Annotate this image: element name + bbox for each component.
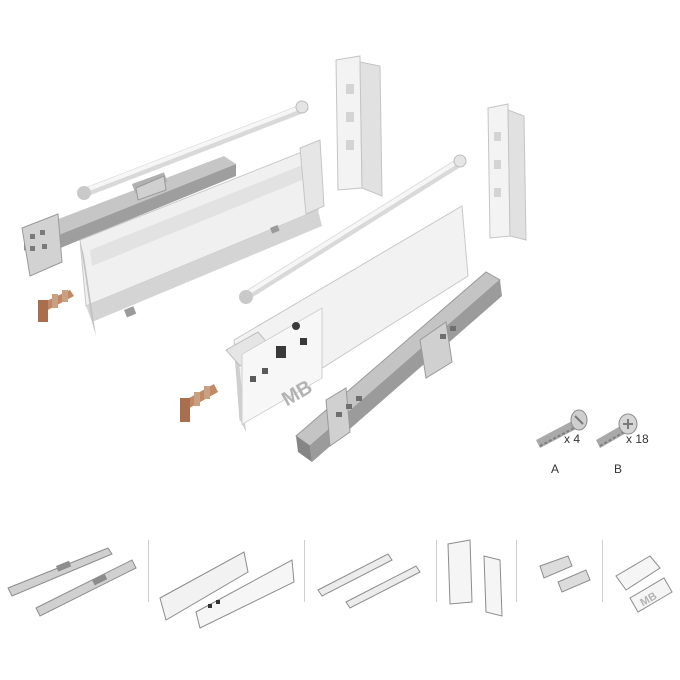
thumb-brackets xyxy=(447,539,503,617)
rail-rod-left xyxy=(77,100,309,200)
back-bracket-1 xyxy=(335,55,383,197)
rail-rod-right xyxy=(239,154,467,304)
front-connector-right xyxy=(180,384,218,422)
thumb-runners xyxy=(7,547,137,617)
thumb-divider xyxy=(602,540,603,602)
back-bracket-2 xyxy=(487,103,527,241)
thumb-divider xyxy=(436,540,437,602)
thumb-divider xyxy=(516,540,517,602)
screw-a-letter: A xyxy=(551,462,560,476)
screw-a-quantity: x 4 xyxy=(564,432,581,446)
thumb-divider xyxy=(304,540,305,602)
screw-b-quantity: x 18 xyxy=(626,432,649,446)
runner-right xyxy=(295,271,502,462)
thumb-side-panels xyxy=(159,551,295,629)
thumb-caps: MB xyxy=(615,555,673,613)
thumb-rails xyxy=(317,553,421,609)
front-connector-left xyxy=(38,290,74,322)
screw-b-letter: B xyxy=(614,462,623,476)
thumb-divider xyxy=(148,540,149,602)
thumb-front-clips xyxy=(539,555,591,593)
runner-left xyxy=(21,156,236,277)
side-panel-left xyxy=(79,139,325,336)
screw-b-icon xyxy=(596,413,638,448)
screw-a-icon xyxy=(536,409,588,448)
